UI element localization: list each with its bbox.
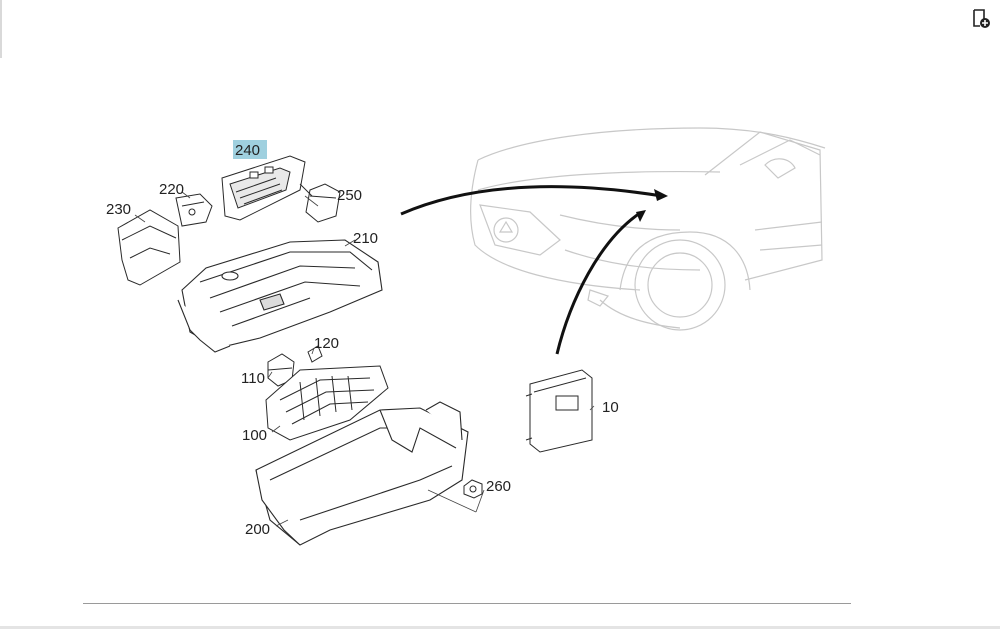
callout-210[interactable]: 210 xyxy=(353,230,378,247)
part-10-control-unit xyxy=(525,369,593,453)
location-arrows xyxy=(400,185,663,355)
callout-200[interactable]: 200 xyxy=(245,521,270,538)
callout-labels: 240 220 230 250 210 120 110 100 10 260 2… xyxy=(106,140,619,538)
callout-120[interactable]: 120 xyxy=(314,335,339,352)
part-260-nut xyxy=(463,479,483,499)
part-250-relay xyxy=(299,183,341,223)
footer-divider xyxy=(83,603,851,604)
part-200-lower-tray xyxy=(255,401,469,546)
callout-110[interactable]: 110 xyxy=(241,370,265,387)
add-page-button[interactable] xyxy=(970,8,992,30)
callout-230[interactable]: 230 xyxy=(106,201,131,218)
bottom-scroll-area xyxy=(0,626,1000,629)
callout-240-highlight xyxy=(233,140,267,159)
part-210-upper-housing xyxy=(177,239,383,353)
callout-100[interactable]: 100 xyxy=(242,427,267,444)
callout-260[interactable]: 260 xyxy=(486,478,511,495)
left-panel-edge xyxy=(0,0,2,58)
part-120-clip xyxy=(307,345,323,363)
part-230-cover xyxy=(117,209,181,286)
arrowhead xyxy=(636,210,646,222)
arrowhead xyxy=(654,189,668,201)
callout-10[interactable]: 10 xyxy=(602,399,619,416)
part-220-bracket xyxy=(175,193,213,227)
callout-250[interactable]: 250 xyxy=(337,187,362,204)
add-page-icon xyxy=(973,9,990,28)
callout-220[interactable]: 220 xyxy=(159,181,184,198)
part-100-fuse-box xyxy=(265,365,389,441)
callout-240[interactable]: 240 xyxy=(235,142,260,159)
part-240-module xyxy=(221,155,306,221)
leader-lines xyxy=(134,191,595,527)
vehicle-outline xyxy=(470,127,826,331)
